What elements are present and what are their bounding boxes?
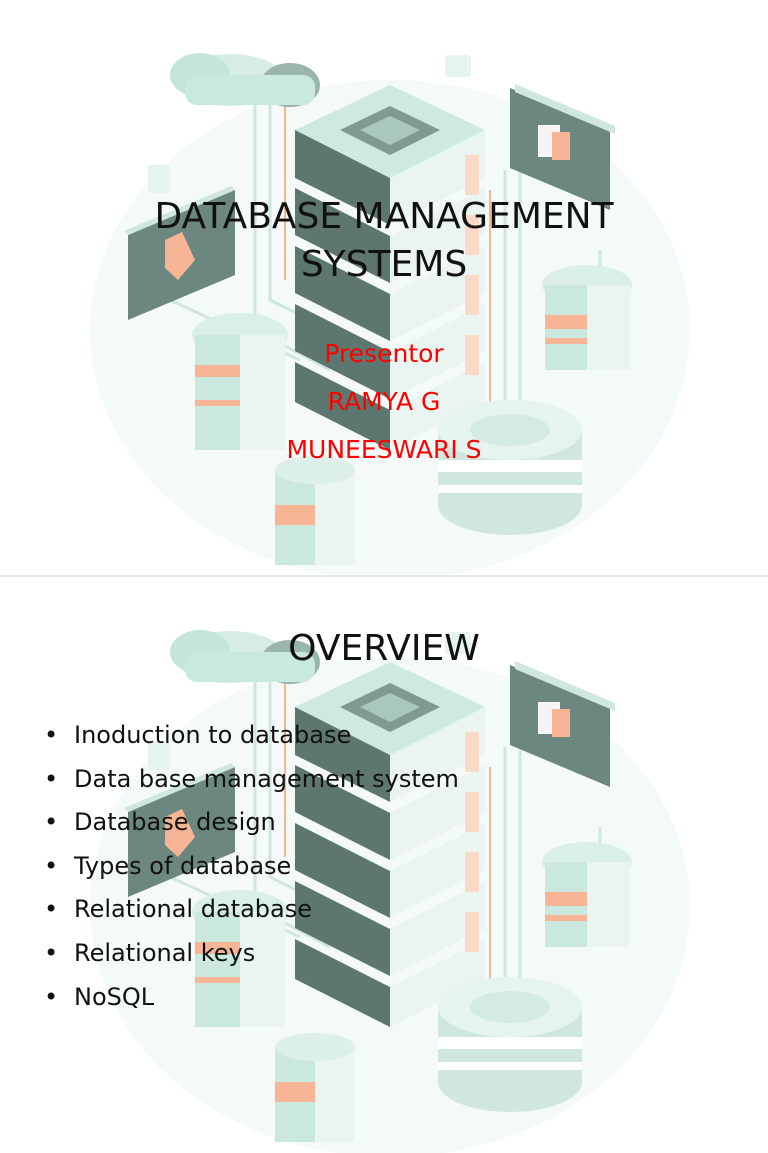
list-item: • Types of database [44,846,459,890]
overview-slide: OVERVIEW • Inoduction to database • Data b… [0,577,768,1153]
bullet-icon: • [44,808,59,837]
list-item: • Database design [44,802,459,846]
title-slide: DATABASE MANAGEMENT SYSTEMS Presentor RA… [0,0,768,576]
list-item: • Relational keys [44,933,459,977]
bullet-icon: • [44,895,59,924]
list-item: • Data base management system [44,759,459,803]
overview-list: • Inoduction to database • Data base manag… [44,715,459,1020]
slide-title: DATABASE MANAGEMENT SYSTEMS [154,196,614,285]
list-item-text: Database design [74,808,276,837]
bullet-icon: • [44,938,59,967]
bullet-icon: • [44,982,59,1011]
list-item-text: Data base management system [74,764,459,793]
presenter-name-1: RAMYA G [327,387,441,416]
bullet-icon: • [44,721,59,749]
presenter-block: Presentor RAMYA G MUNEESWARI S [134,330,634,474]
list-item-text: Inoduction to database [74,721,352,749]
list-item: • Relational database [44,889,459,933]
list-item: • NoSQL [44,977,459,1021]
list-item-text: NoSQL [74,982,155,1011]
list-item-text: Types of database [74,851,292,880]
slide-divider [0,575,768,577]
presenter-name-2: MUNEESWARI S [286,435,482,464]
list-item-text: Relational database [74,895,312,924]
list-item: • Inoduction to database [44,715,459,759]
bullet-icon: • [44,764,59,793]
slide-title: OVERVIEW [288,628,480,669]
list-item-text: Relational keys [74,938,256,967]
presenter-label: Presentor [324,339,444,368]
bullet-icon: • [44,851,59,880]
